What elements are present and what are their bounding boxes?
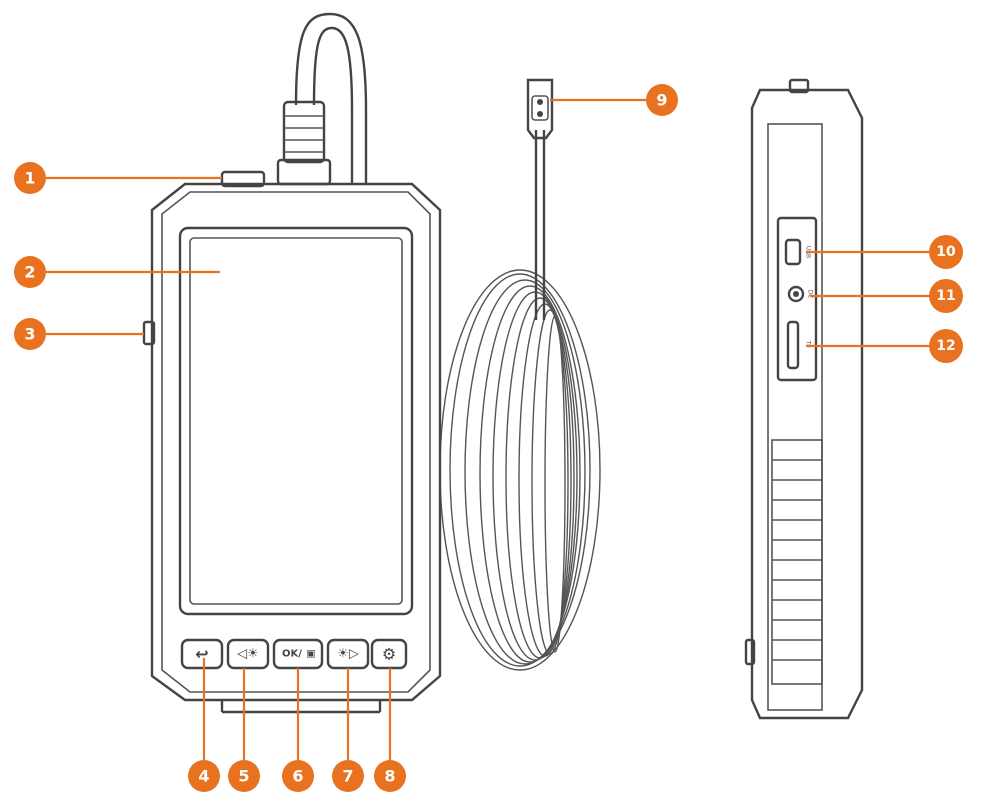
svg-text:8: 8 xyxy=(384,767,395,786)
svg-text:5: 5 xyxy=(238,767,249,786)
svg-text:4: 4 xyxy=(198,767,209,786)
device-front xyxy=(142,170,442,714)
callout-4: 4 xyxy=(188,760,220,792)
callout-11: 11 xyxy=(929,279,963,313)
callouts: 1 2 3 4 5 6 7 8 9 10 11 12 xyxy=(14,84,963,792)
callout-3: 3 xyxy=(14,318,46,350)
camera-probe xyxy=(526,78,554,320)
callout-6: 6 xyxy=(282,760,314,792)
settings-button[interactable]: ⚙ xyxy=(370,638,408,670)
callout-7: 7 xyxy=(332,760,364,792)
svg-text:3: 3 xyxy=(24,325,35,344)
light-decrease-icon: ◁☀ xyxy=(237,647,259,662)
vent-grille xyxy=(771,439,823,685)
camera-icon: ▣ xyxy=(306,649,315,660)
light-decrease-button[interactable]: ◁☀ xyxy=(226,638,270,670)
callout-2: 2 xyxy=(14,256,46,288)
svg-text:6: 6 xyxy=(292,767,303,786)
top-cable xyxy=(276,12,368,186)
dc-port-label: DC xyxy=(807,290,814,299)
callout-5: 5 xyxy=(228,760,260,792)
callout-12: 12 xyxy=(929,329,963,363)
svg-text:10: 10 xyxy=(936,244,956,260)
return-arrow-icon: ↩ xyxy=(195,645,208,664)
svg-text:11: 11 xyxy=(936,288,955,304)
callout-10: 10 xyxy=(929,235,963,269)
ok-label: OK/ xyxy=(282,649,302,660)
svg-text:9: 9 xyxy=(656,91,667,110)
ok-capture-button[interactable]: OK/ ▣ xyxy=(272,638,324,670)
callout-1: 1 xyxy=(14,162,46,194)
card-slot-label: TF xyxy=(805,339,812,348)
svg-text:1: 1 xyxy=(24,169,35,188)
svg-text:2: 2 xyxy=(24,263,35,282)
device-side: USB DC TF xyxy=(744,78,864,720)
callout-8: 8 xyxy=(374,760,406,792)
leader-lines xyxy=(46,98,930,760)
button-row: ↩ ◁☀ OK/ ▣ ☀▷ ⚙ xyxy=(180,638,408,670)
svg-text:7: 7 xyxy=(342,767,353,786)
coiled-cable xyxy=(439,269,601,671)
svg-text:12: 12 xyxy=(936,338,955,354)
back-button[interactable]: ↩ xyxy=(180,638,224,670)
light-increase-icon: ☀▷ xyxy=(337,647,359,662)
gear-icon: ⚙ xyxy=(382,645,396,664)
callout-9: 9 xyxy=(646,84,678,116)
light-increase-button[interactable]: ☀▷ xyxy=(326,638,370,670)
